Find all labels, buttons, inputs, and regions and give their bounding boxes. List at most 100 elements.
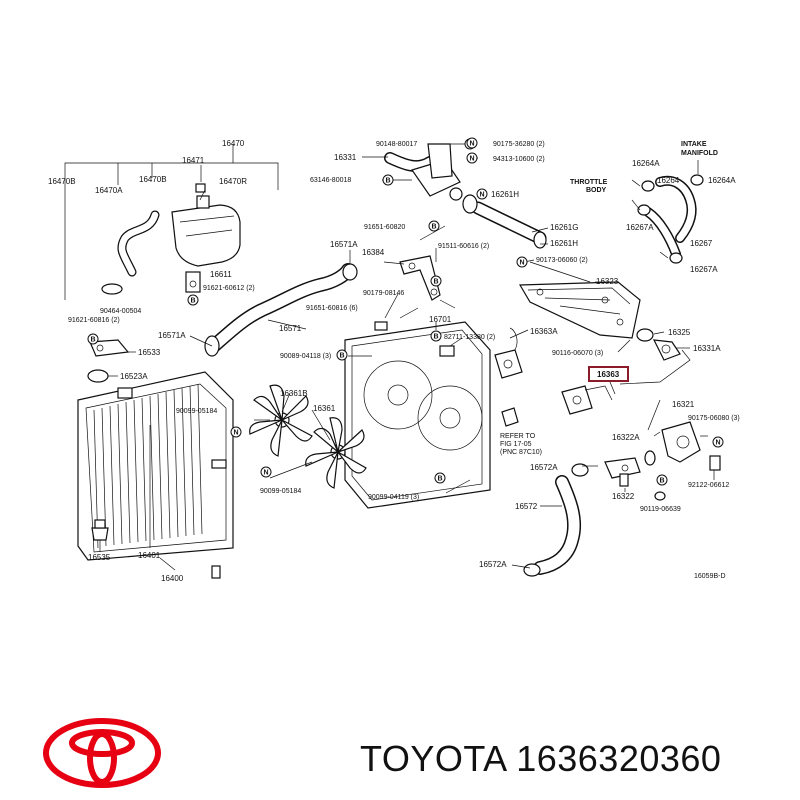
marker-b-4: B: [430, 275, 442, 287]
lower-hose: [523, 463, 589, 577]
thermo-switch-16363A: [494, 327, 523, 379]
fig-code: 16059B-D: [694, 573, 726, 580]
svg-text:B: B: [385, 178, 390, 185]
callout-90179: 90179-08146: [363, 290, 404, 297]
marker-n-6: N: [230, 426, 242, 438]
marker-n-7: N: [260, 466, 272, 478]
callout-16325: 16325: [668, 328, 691, 337]
fan-16361: [305, 417, 367, 489]
svg-text:B: B: [90, 337, 95, 344]
callout-90099-c: 90099-04119 (3): [368, 494, 419, 501]
callout-82711: 82711-13380 (2): [444, 334, 495, 341]
callout-16470: 16470: [222, 139, 245, 148]
callout-16470R: 16470R: [219, 177, 247, 186]
marker-b-2: B: [382, 174, 394, 186]
svg-text:B: B: [431, 224, 436, 231]
callout-16400: 16400: [161, 574, 184, 583]
marker-n-4: N: [466, 137, 478, 149]
thermo-switch-16363: [561, 381, 616, 415]
intake-label-2: MANIFOLD: [681, 150, 718, 157]
callout-90099-b: 90099-05184: [260, 488, 301, 495]
callout-16572A-a: 16572A: [530, 463, 558, 472]
svg-text:N: N: [263, 470, 268, 477]
marker-b-7: B: [87, 333, 99, 345]
callout-16535: 16535: [88, 553, 111, 562]
marker-n-3: N: [476, 188, 488, 200]
callout-16572: 16572: [515, 502, 538, 511]
callout-16533: 16533: [138, 348, 161, 357]
brand-name: TOYOTA: [360, 738, 506, 779]
marker-b-5: B: [430, 330, 442, 342]
callout-16267: 16267: [690, 239, 713, 248]
refer-label-2: FIG 17-05: [500, 441, 532, 448]
callout-90116: 90116-06070 (3): [552, 350, 603, 357]
callout-63146: 63146-80018: [310, 177, 351, 184]
callout-16363A: 16363A: [530, 327, 558, 336]
svg-text:N: N: [469, 141, 474, 148]
throttle-label-1: THROTTLE: [570, 179, 608, 186]
callout-94313: 94313-10600 (2): [493, 156, 545, 163]
callout-90099-a: 90099-05184: [176, 408, 217, 415]
callout-91651-a: 91651-60820: [364, 224, 405, 231]
svg-text:B: B: [339, 353, 344, 360]
callout-90464: 90464-00504: [100, 308, 141, 315]
svg-text:B: B: [437, 476, 442, 483]
callout-91621-b: 91621-60816 (2): [68, 317, 120, 324]
highlighted-part-box: [588, 366, 629, 382]
svg-text:B: B: [190, 298, 195, 305]
callout-16264A-a: 16264A: [632, 159, 660, 168]
svg-text:N: N: [519, 260, 524, 267]
callout-16331A: 16331A: [693, 344, 721, 353]
callout-90089-a: 90089-04118 (3): [280, 353, 331, 360]
water-outlet-pipes: [383, 143, 547, 309]
refer-tag-icon: [501, 407, 519, 427]
svg-text:B: B: [659, 478, 664, 485]
fan-16361B: [249, 384, 313, 457]
callout-16470B: 16470B: [48, 177, 76, 186]
callout-16331: 16331: [334, 153, 357, 162]
callout-16523A: 16523A: [120, 372, 148, 381]
callout-16361: 16361: [313, 404, 336, 413]
callout-16470B-2: 16470B: [139, 175, 167, 184]
callout-16261H: 16261H: [491, 190, 519, 199]
callout-91651-b: 91651-60816 (6): [306, 305, 358, 312]
marker-n-8: N: [712, 436, 724, 448]
callout-16611: 16611: [210, 270, 232, 279]
callout-90173: 90173-06060 (2): [536, 257, 588, 264]
marker-b-9: B: [434, 472, 446, 484]
svg-text:B: B: [433, 334, 438, 341]
svg-text:N: N: [479, 192, 484, 199]
fan-shroud: [344, 321, 491, 509]
svg-text:B: B: [433, 279, 438, 286]
callout-16701: 16701: [429, 315, 452, 324]
callout-16571A-a: 16571A: [330, 240, 358, 249]
callout-16264A-b: 16264A: [708, 176, 736, 185]
callout-16571A-b: 16571A: [158, 331, 186, 340]
svg-text:N: N: [469, 156, 474, 163]
brand-and-part-number: TOYOTA 1636320360: [360, 738, 721, 780]
part-number: 1636320360: [516, 738, 722, 779]
marker-b-6: B: [336, 349, 348, 361]
callout-92122: 92122-06612: [688, 482, 729, 489]
refer-label-1: REFER TO: [500, 433, 536, 440]
svg-text:N: N: [233, 430, 238, 437]
reservoir-group: [64, 144, 279, 383]
callout-16267A-2: 16267A: [690, 265, 718, 274]
callout-labels: 16470 16471 16470B 16470A 16470B 16470R …: [48, 139, 740, 583]
callout-90148: 90148-80017: [376, 141, 417, 148]
throttle-label-2: BODY: [586, 187, 607, 194]
callout-16267A: 16267A: [626, 223, 654, 232]
callout-16361B: 16361B: [280, 389, 308, 398]
callout-16264: 16264: [657, 176, 680, 185]
callout-16572A-b: 16572A: [479, 560, 507, 569]
callout-91621-a: 91621-60612 (2): [203, 285, 255, 292]
marker-b-8: B: [187, 294, 199, 306]
water-inlet-16321: [604, 349, 721, 501]
callout-16384: 16384: [362, 248, 385, 257]
svg-text:N: N: [715, 440, 720, 447]
intake-label-1: INTAKE: [681, 141, 707, 148]
throttle-hoses: [631, 160, 704, 264]
callout-16322A: 16322A: [612, 433, 640, 442]
marker-b-11: B: [656, 474, 668, 486]
callout-16571: 16571: [279, 324, 302, 333]
